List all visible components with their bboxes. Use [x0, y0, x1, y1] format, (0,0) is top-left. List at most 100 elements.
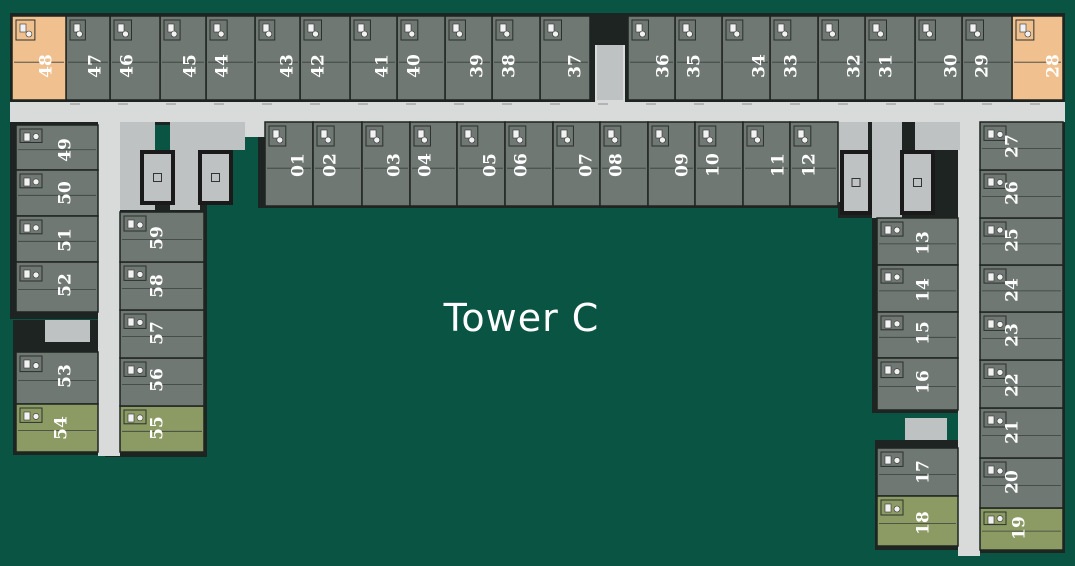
toilet-icon [777, 23, 785, 33]
bathroom-outline [19, 173, 43, 189]
sink-icon [893, 273, 901, 281]
sink-icon [32, 133, 40, 140]
bathroom-outline [123, 361, 147, 377]
toilet-icon [560, 129, 568, 139]
bathroom-outline [123, 409, 147, 425]
toilet-icon [23, 411, 31, 421]
toilet-icon [987, 367, 995, 377]
bathroom-outline [746, 125, 764, 147]
service-core [872, 122, 902, 218]
toilet-icon [987, 225, 995, 235]
unit-number-label: 25 [1003, 228, 1023, 252]
unit-number-label: 12 [800, 153, 820, 177]
bathroom-outline [19, 407, 43, 423]
sink-icon [136, 319, 144, 326]
sink-icon [516, 136, 524, 144]
bathroom-outline [603, 125, 622, 147]
unit-number-label: 33 [782, 54, 802, 78]
bathroom-outline [918, 19, 936, 41]
unit-number-label: 32 [845, 54, 865, 78]
bathroom-outline [19, 355, 43, 373]
toilet-icon [417, 129, 425, 139]
unit-number-label: 07 [577, 153, 597, 177]
unit-number-label: 55 [148, 416, 168, 440]
sink-icon [801, 136, 809, 144]
unit-number-label: 28 [1044, 54, 1064, 78]
sink-icon [136, 367, 144, 374]
corridor [958, 122, 980, 556]
toilet-icon [884, 225, 892, 235]
unit-number-label: 58 [148, 274, 168, 298]
unit-number-label: 59 [148, 226, 168, 250]
sink-icon [659, 136, 666, 144]
bathroom-outline [983, 411, 1007, 428]
sink-icon [781, 30, 789, 38]
bathroom-outline [678, 19, 696, 41]
toilet-icon [19, 23, 27, 33]
toilet-icon [262, 23, 270, 33]
unit-number-label: 43 [278, 54, 298, 78]
sink-icon [893, 505, 901, 513]
unit-51 [15, 215, 99, 263]
toilet-icon [884, 365, 892, 375]
unit-number-label: 13 [914, 231, 934, 255]
toilet-icon [357, 23, 365, 33]
bathroom-outline [316, 125, 335, 147]
bathroom-outline [113, 19, 132, 41]
bathroom-outline [651, 125, 669, 147]
toilet-icon [127, 365, 135, 375]
sink-icon [829, 30, 836, 38]
sink-icon [373, 136, 381, 144]
sink-icon [421, 136, 428, 144]
toilet-icon [167, 23, 175, 33]
bathroom-outline [123, 265, 147, 281]
bathroom-outline [209, 19, 228, 41]
unit-number-label: 38 [500, 54, 520, 78]
toilet-icon [987, 177, 995, 187]
unit-43 [254, 15, 301, 101]
unit-number-label: 11 [769, 153, 789, 177]
bathroom-outline [400, 19, 419, 41]
sink-icon [706, 136, 714, 144]
toilet-icon [702, 129, 710, 139]
bathroom-outline [983, 221, 1007, 237]
bathroom-outline [725, 19, 744, 41]
toilet-icon [884, 503, 892, 513]
toilet-icon [987, 515, 995, 525]
unit-number-label: 45 [181, 54, 201, 78]
toilet-icon [987, 415, 995, 425]
unit-number-label: 49 [56, 138, 76, 162]
unit-number-label: 09 [673, 153, 693, 177]
sink-icon [456, 30, 463, 38]
unit-number-label: 54 [52, 416, 72, 440]
unit-05 [456, 121, 506, 207]
toilet-icon [987, 129, 995, 139]
sink-icon [503, 30, 511, 38]
bathroom-outline [983, 315, 1007, 331]
bathroom-outline [460, 125, 479, 147]
sink-icon [136, 271, 144, 278]
unit-number-label: 57 [148, 321, 168, 345]
unit-56 [119, 357, 205, 407]
sink-icon [361, 30, 368, 38]
sink-icon [996, 179, 1004, 186]
sink-icon [265, 30, 273, 38]
sink-icon [926, 30, 933, 38]
service-core [915, 122, 960, 150]
unit-number-label: 10 [704, 153, 724, 177]
unit-number-label: 17 [914, 460, 934, 484]
bathroom-outline [983, 173, 1007, 189]
unit-number-label: 06 [512, 153, 532, 177]
toilet-icon [655, 129, 663, 139]
bathroom-outline [258, 19, 276, 41]
toilet-icon [213, 23, 221, 33]
tower-title: Tower C [443, 296, 600, 340]
toilet-icon [23, 269, 31, 279]
sink-icon [893, 368, 901, 375]
unit-number-label: 31 [877, 54, 897, 78]
unit-16 [876, 357, 959, 411]
unit-number-label: 30 [942, 54, 962, 78]
bathroom-outline [880, 221, 904, 237]
corridor [98, 122, 120, 456]
